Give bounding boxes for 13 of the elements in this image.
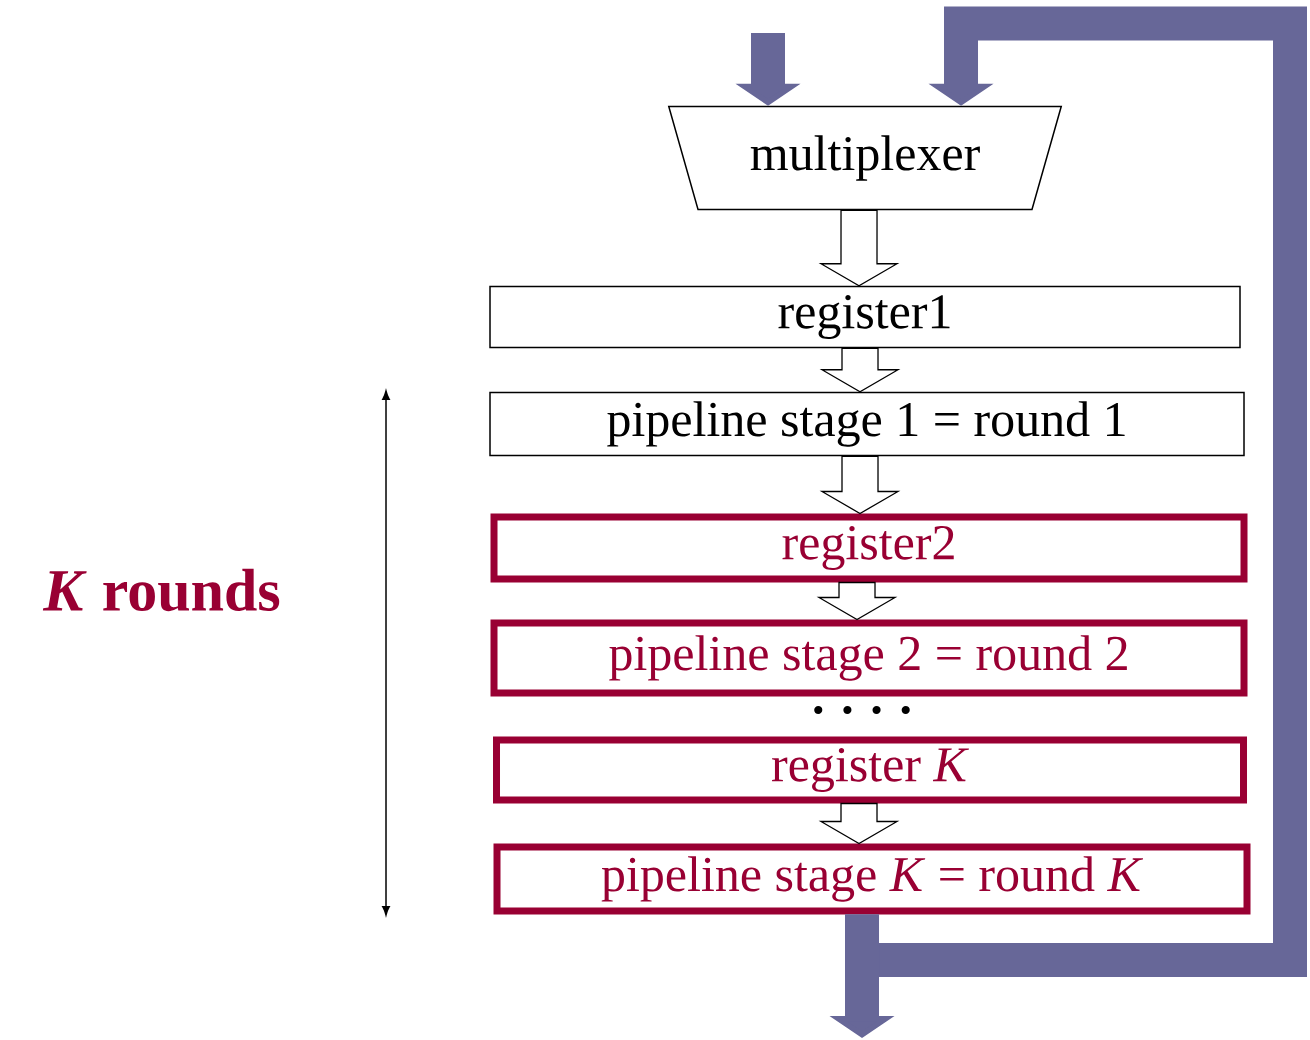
side-label: K rounds <box>42 568 280 612</box>
hollow-arrow <box>818 802 900 845</box>
register-box: register K <box>493 736 1247 804</box>
stage-box: pipeline stage 1 = round 1 <box>489 391 1245 457</box>
hollow-arrow <box>819 455 901 515</box>
register-box: register1 <box>489 285 1241 349</box>
stage-box: pipeline stage K = round K <box>493 843 1251 915</box>
hollow-arrow <box>819 347 901 393</box>
hollow-arrow <box>818 209 900 287</box>
register-box: register2 <box>490 513 1248 583</box>
stage-box: pipeline stage 2 = round 2 <box>490 619 1248 697</box>
hollow-arrow <box>816 581 898 621</box>
ellipsis-dots: . . . . <box>814 705 910 715</box>
